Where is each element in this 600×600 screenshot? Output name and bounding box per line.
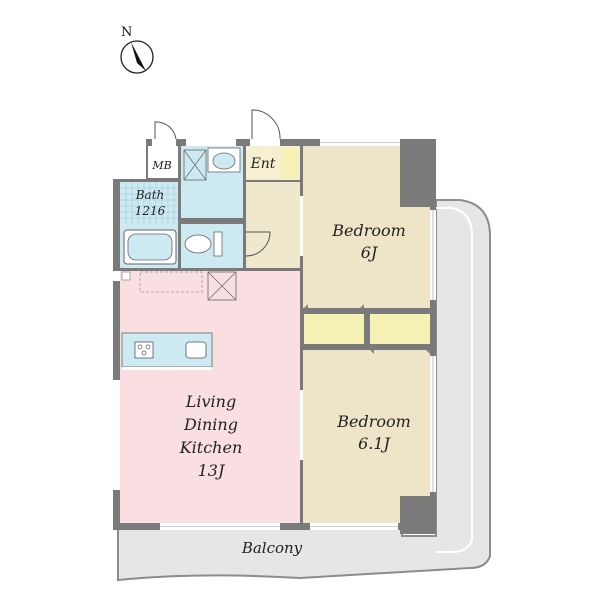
upper-cabinet-outline — [139, 271, 203, 293]
entrance-door-gap — [250, 139, 280, 146]
pillar-top-right — [400, 139, 436, 207]
balcony-label: Balcony — [241, 539, 303, 557]
wash-basin-icon — [212, 152, 236, 170]
toilet-tank — [213, 231, 223, 257]
hallway — [246, 182, 300, 268]
closet-door-markers — [304, 304, 430, 354]
closet-2 — [370, 314, 430, 344]
ldk-room — [120, 271, 300, 523]
mb-door-swing — [154, 121, 177, 140]
bedroom-2-door-gap — [300, 390, 303, 460]
bedroom-1-label: Bedroom — [331, 221, 406, 240]
ldk-label-line3: Kitchen — [179, 438, 243, 457]
entrance-door-swing — [251, 109, 281, 140]
pillar-bottom-right — [400, 496, 436, 534]
ldk-corner-marker — [121, 271, 131, 281]
refrigerator-cross-b — [207, 271, 237, 301]
toilet-icon — [184, 234, 212, 254]
bedroom-2-size: 6.1J — [358, 434, 391, 453]
closet-1 — [304, 314, 364, 344]
compass-arrow-icon — [131, 42, 146, 71]
corner-cutout-inner — [120, 160, 146, 180]
bathtub-basin — [127, 233, 173, 261]
refrigerator-space — [207, 271, 237, 301]
ldk-label-line1: Living — [185, 392, 236, 411]
ent-label: Ent — [250, 156, 276, 172]
washing-machine-cross-b — [183, 149, 207, 181]
compass: N — [120, 25, 154, 74]
bedroom-1-size: 6J — [361, 243, 379, 262]
bath-size-label: 1216 — [135, 204, 166, 218]
compass-north-label: N — [121, 25, 132, 40]
entrance-shoe-box — [282, 148, 298, 178]
stove-icon — [134, 341, 154, 359]
left-wall-notch — [113, 271, 120, 281]
mb-label: MB — [151, 159, 171, 172]
mb-door-gap — [152, 139, 176, 146]
ldk-size-label: 13J — [198, 461, 226, 480]
bath-tile-pattern — [120, 182, 178, 224]
mb-closet — [148, 146, 178, 178]
hall-door-swing — [245, 231, 271, 257]
bedroom-2-room — [303, 350, 430, 523]
interior-walls — [120, 146, 430, 523]
balcony-inner-edge — [436, 207, 473, 553]
ldk-label-line2: Dining — [183, 415, 238, 434]
bedroom-2-label: Bedroom — [336, 412, 411, 431]
kitchen-counter-edge — [122, 367, 212, 370]
top-window-washroom — [186, 139, 236, 146]
bedroom-1-door-gap — [300, 196, 303, 256]
kitchen-sink-icon — [185, 341, 207, 359]
balcony-area — [117, 199, 491, 582]
left-window-ldk — [113, 380, 120, 490]
bath-label: Bath — [135, 188, 165, 202]
